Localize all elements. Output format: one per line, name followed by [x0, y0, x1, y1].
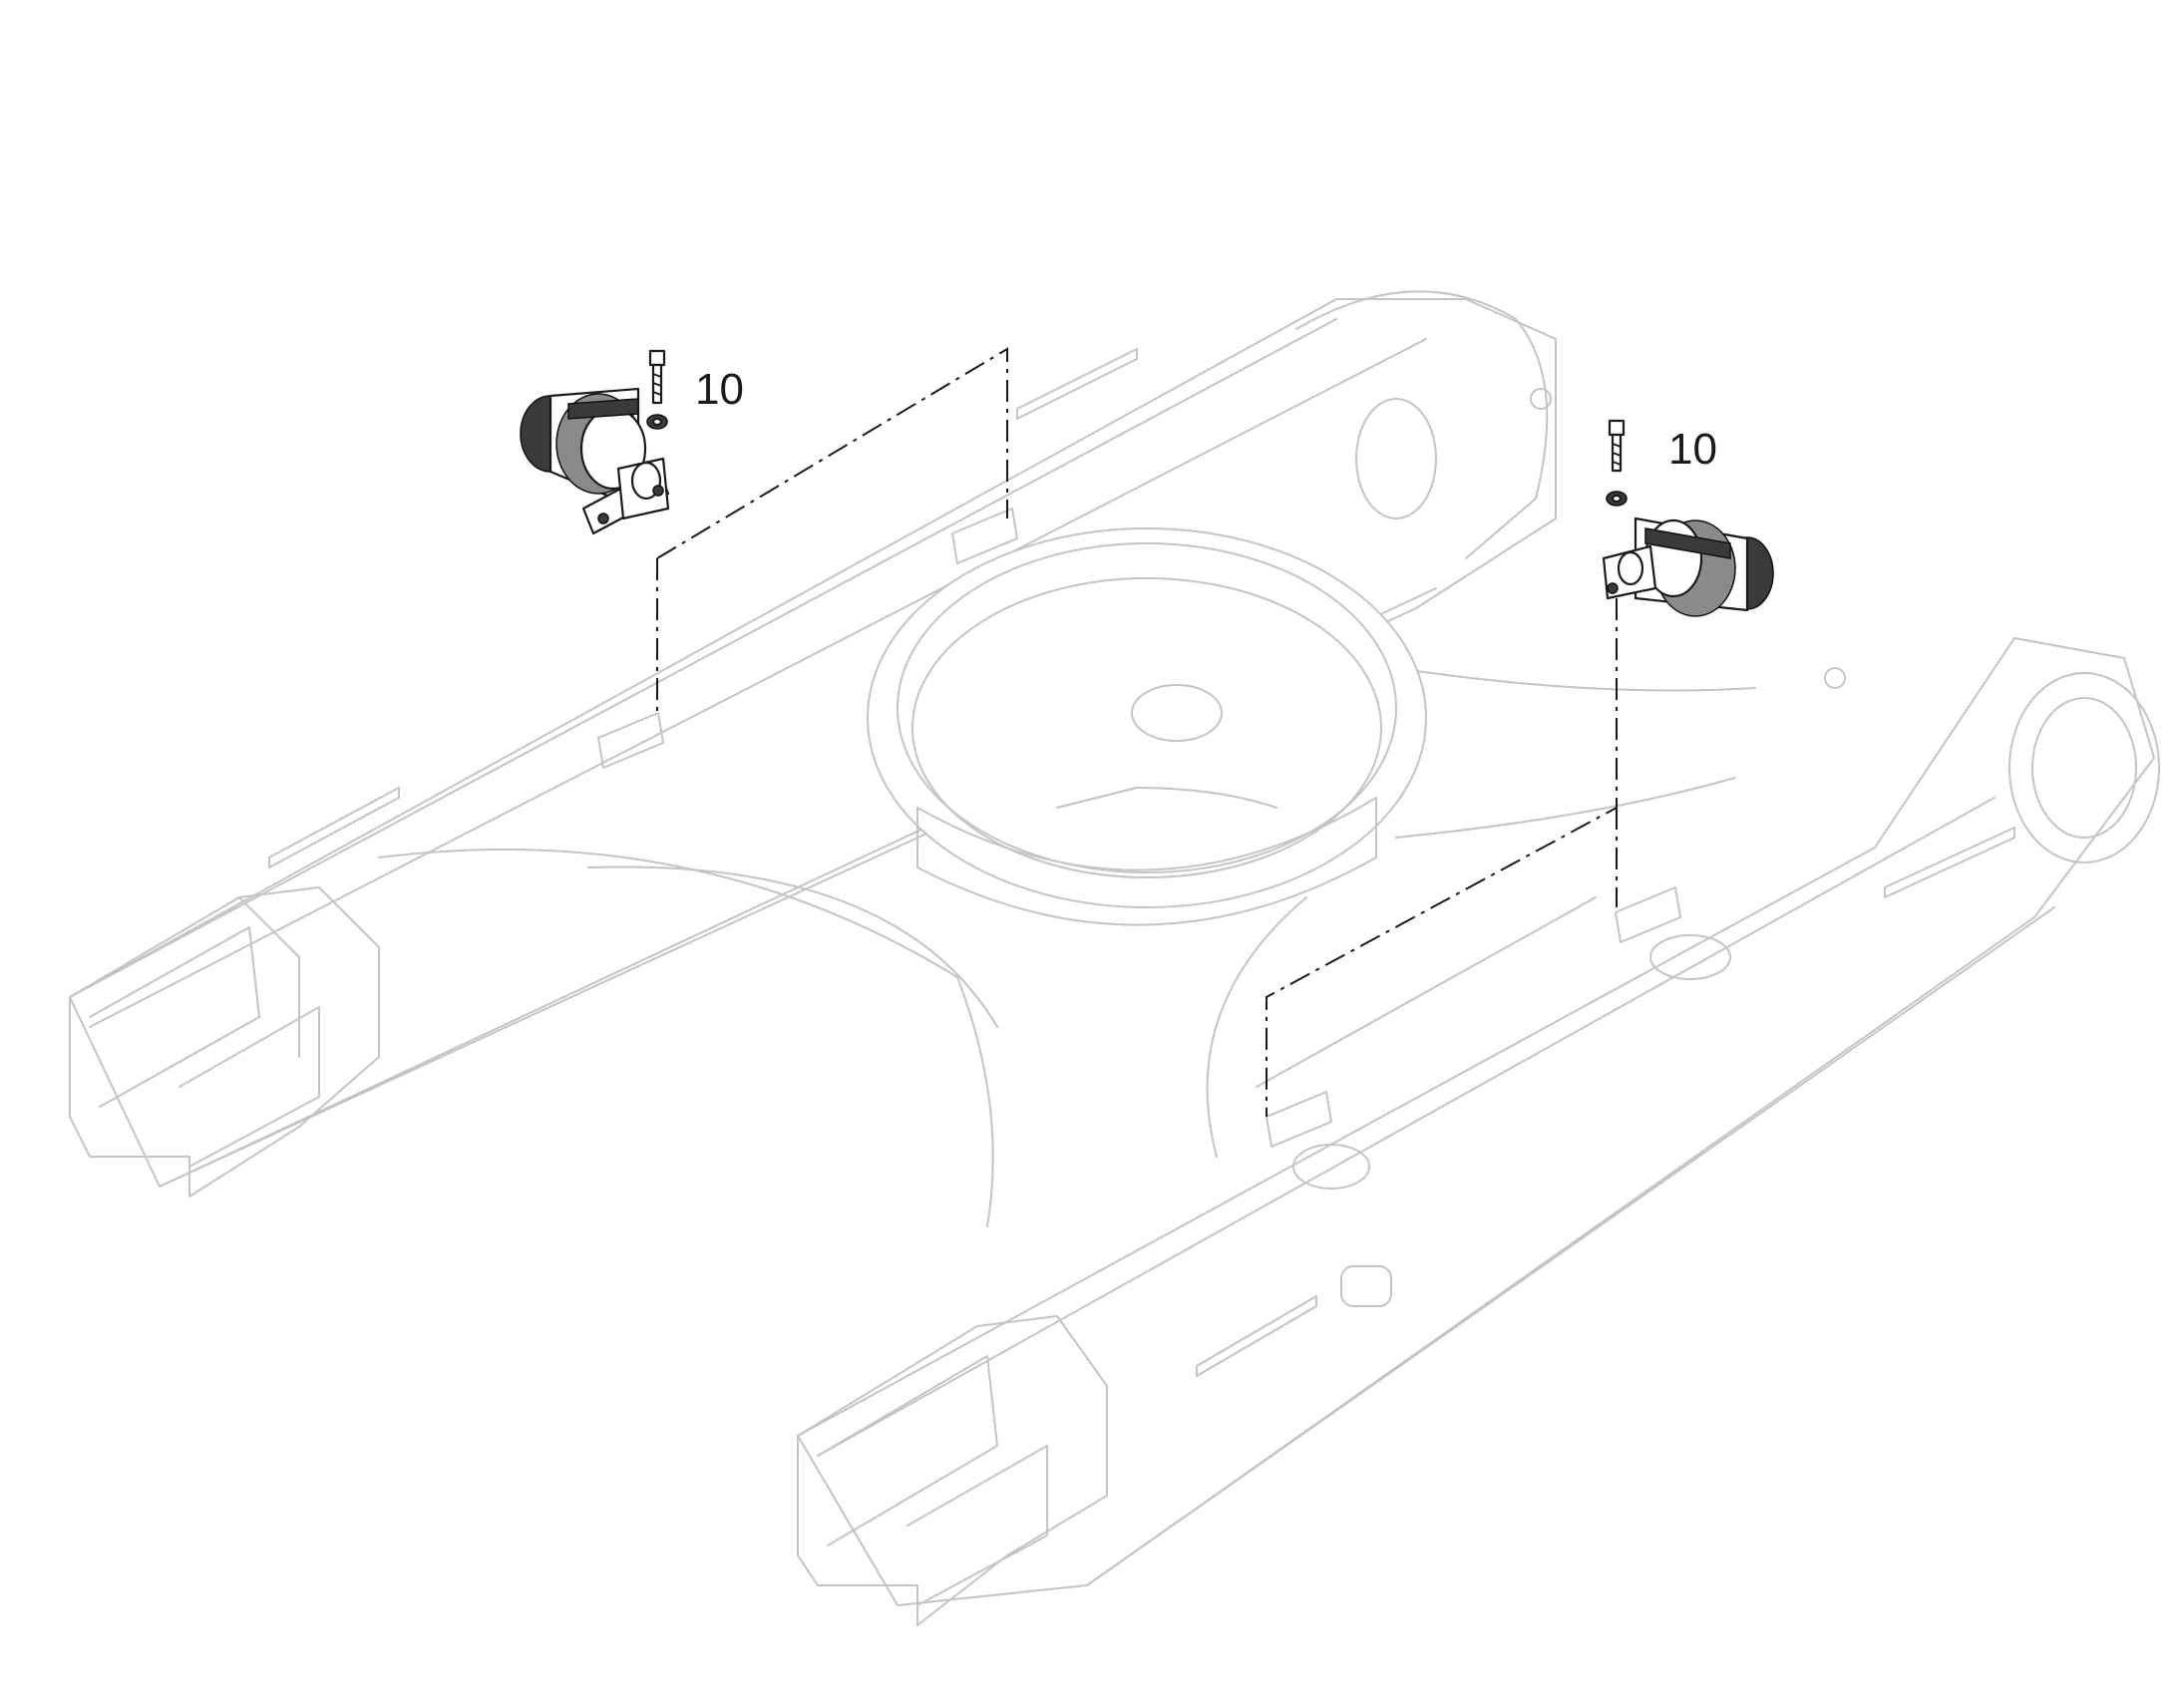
roller-body: [1634, 516, 1774, 617]
roller-mounting-pads: [597, 508, 1681, 1148]
carrier-roller-left[interactable]: 10: [520, 347, 1008, 718]
roller-bracket: [581, 457, 670, 535]
washer-icon: [1606, 491, 1628, 507]
access-hole: [1292, 1144, 1370, 1190]
swing-bearing-ring: [867, 527, 1427, 926]
roller-bracket: [1602, 544, 1657, 600]
leader-line: [1266, 598, 1618, 1117]
right-track-frame: [797, 637, 2160, 1606]
carrier-roller-right[interactable]: 10: [1266, 419, 1774, 1117]
leader-line: [656, 347, 1008, 718]
center-carbody: [378, 667, 1756, 1227]
undercarriage-frame: [69, 290, 2160, 1626]
callout-label: 10: [1668, 425, 1717, 474]
track-chain-guides: [268, 348, 2015, 1377]
left-front-yoke: [69, 886, 380, 1197]
callout-label: 10: [695, 365, 744, 414]
bolt-icon: [1608, 419, 1626, 473]
bolt-icon: [648, 349, 666, 405]
right-front-yoke: [797, 1315, 1108, 1626]
access-hole: [1340, 1265, 1392, 1307]
washer-icon: [646, 414, 668, 430]
access-hole: [1649, 934, 1731, 980]
